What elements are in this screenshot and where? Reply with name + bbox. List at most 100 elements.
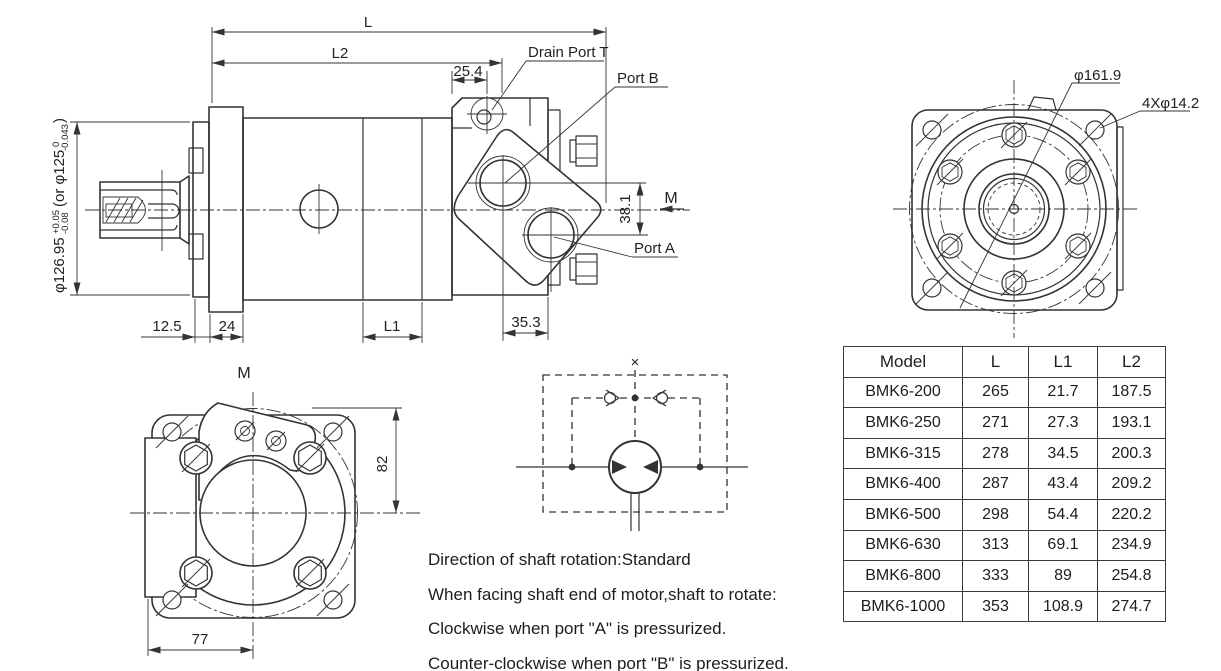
table-cell: 274.7 [1097,590,1166,623]
note-line: Counter-clockwise when port "B" is press… [428,653,789,671]
pilot-diameter-label: φ161.9 [1074,67,1121,84]
mounting-flange [208,106,244,313]
table-cell: 43.4 [1028,468,1098,500]
housing-bolt-top [569,135,598,167]
table-cell: 313 [962,529,1029,562]
table-cell: BMK6-630 [843,529,963,562]
dim-width-77: 77 [192,631,209,648]
check-valve-left [603,389,620,407]
table-cell: BMK6-500 [843,498,963,531]
table-cell: 254.8 [1097,560,1166,592]
port-b-label: Port B [617,70,659,87]
table-cell: BMK6-400 [843,468,963,500]
pilot-diameter-leader [959,82,1073,309]
svg-text:+0.05: +0.05 [51,210,62,234]
dim-height-82: 82 [374,456,391,473]
dim-l2: L2 [332,45,349,62]
lever-pin [234,420,256,442]
housing-bolt-bottom [569,253,598,285]
col-header-l2: L2 [1097,346,1166,378]
drain-port [467,96,507,134]
dim-port-spacing: 38.1 [617,194,634,223]
dim-drain-offset: 25.4 [453,63,482,80]
m-view-bolt [179,556,213,590]
m-view-bolt [293,556,327,590]
m-view-drawing: 82 77 M [130,365,420,660]
svg-text:(or φ125: (or φ125 [51,150,68,207]
dim-port-face-offset: 35.3 [511,314,540,331]
table-cell: 265 [962,376,1029,409]
svg-text:-0.043: -0.043 [60,124,71,151]
side-view-dimensions: L L2 25.4 12.5 24 L1 35.3 38.1 M Drain P… [51,14,684,343]
table-cell: 278 [962,437,1029,470]
check-valve-right [652,389,669,407]
dim-flange-thickness: 12.5 [152,318,181,335]
table-cell: 287 [962,468,1029,500]
table-cell: 220.2 [1097,498,1166,531]
col-header-l: L [962,346,1029,378]
mount-holes-label: 4Xφ14.2 [1142,95,1199,112]
table-cell: 21.7 [1028,376,1098,409]
table-cell: 69.1 [1028,529,1098,562]
drain-port-label: Drain Port T [528,44,609,61]
table-cell: 108.9 [1028,590,1098,623]
table-cell: 333 [962,560,1029,592]
svg-text:-0.08: -0.08 [60,212,71,234]
schematic-x-mark: × [631,354,640,371]
dim-overall-length: L [364,14,372,31]
table-cell: 34.5 [1028,437,1098,470]
note-line: When facing shaft end of motor,shaft to … [428,584,777,604]
table-cell: 187.5 [1097,376,1166,409]
table-cell: BMK6-200 [843,376,963,409]
table-cell: BMK6-800 [843,560,963,592]
port-a-label: Port A [634,240,675,257]
motor-symbol [608,440,662,494]
mount-holes-leader [1099,110,1141,129]
schematic-boundary [542,374,728,513]
m-view-dimensions: 82 77 [147,407,402,656]
col-header-model: Model [843,346,963,378]
m-view-bolt [293,441,327,475]
splined-shaft [99,170,190,251]
view-m-arrow-label: M [664,190,677,207]
view-m-label: M [237,365,250,382]
table-cell: BMK6-1000 [843,590,963,623]
lever-plate [198,402,317,501]
front-view-drawing: φ161.9 4Xφ14.2 [893,67,1199,338]
table-cell: 200.3 [1097,437,1166,470]
note-line: Clockwise when port "A" is pressurized. [428,619,727,638]
col-header-l1: L1 [1028,346,1098,378]
shaft-diameter-label: φ126.95 +0.05 -0.08 (or φ125 0 -0.043 ) [51,118,71,293]
dim-pilot-length: 24 [219,318,236,335]
table-cell: 298 [962,498,1029,531]
dim-l1: L1 [384,318,401,335]
hydraulic-schematic: × [516,354,748,531]
side-view-drawing: L L2 25.4 12.5 24 L1 35.3 38.1 M Drain P… [51,14,690,343]
lever-pin [265,430,287,452]
rotation-note: Direction of shaft rotation:Standard Whe… [428,543,789,671]
table-cell: BMK6-315 [843,437,963,470]
table-cell: BMK6-250 [843,407,963,439]
svg-text:φ126.95: φ126.95 [51,237,68,293]
svg-text:): ) [51,118,68,123]
table-cell: 353 [962,590,1029,623]
table-cell: 89 [1028,560,1098,592]
table-cell: 209.2 [1097,468,1166,500]
table-cell: 193.1 [1097,407,1166,439]
drain-port-leader [491,60,527,111]
port-b-leader [504,86,616,184]
m-view-bolt [179,441,213,475]
note-line: Direction of shaft rotation:Standard [428,550,691,569]
motor-body [242,117,453,301]
